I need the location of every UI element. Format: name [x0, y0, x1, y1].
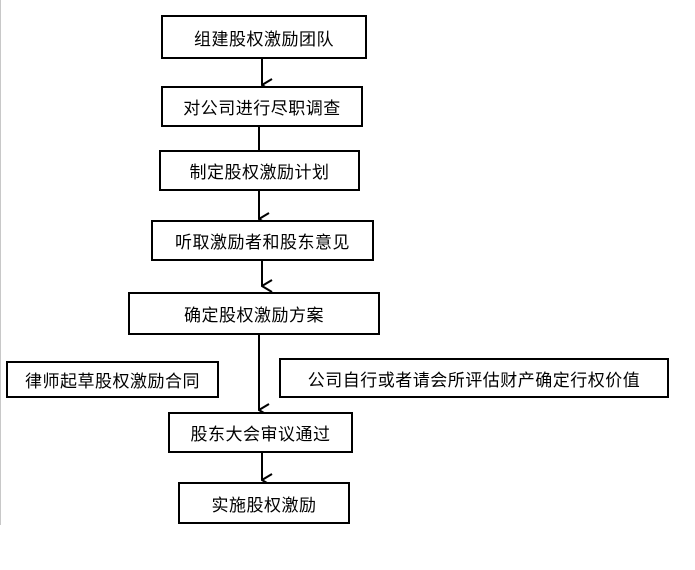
note-lawyer-contract-label: 律师起草股权激励合同 — [25, 372, 200, 392]
step-shareholder-approval-label: 股东大会审议通过 — [190, 425, 331, 445]
page-edge-rule — [0, 0, 1, 525]
step-draft-plan-label: 制定股权激励计划 — [189, 163, 330, 183]
note-valuation-label: 公司自行或者请会所评估财产确定行权价值 — [307, 370, 641, 391]
step-due-diligence-label: 对公司进行尽职调查 — [183, 99, 341, 119]
note-lawyer-contract: 律师起草股权激励合同 — [6, 361, 219, 398]
step-hear-opinions: 听取激励者和股东意见 — [151, 220, 374, 261]
step-implement: 实施股权激励 — [178, 482, 350, 524]
step-finalize-plan: 确定股权激励方案 — [128, 292, 380, 335]
step-due-diligence: 对公司进行尽职调查 — [161, 86, 363, 127]
step-hear-opinions-label: 听取激励者和股东意见 — [175, 233, 350, 253]
step-form-team: 组建股权激励团队 — [161, 15, 367, 59]
step-shareholder-approval: 股东大会审议通过 — [168, 412, 353, 453]
step-implement-label: 实施股权激励 — [211, 495, 317, 516]
step-form-team-label: 组建股权激励团队 — [194, 29, 334, 50]
step-finalize-plan-label: 确定股权激励方案 — [184, 306, 324, 326]
note-valuation: 公司自行或者请会所评估财产确定行权价值 — [279, 358, 669, 398]
step-draft-plan: 制定股权激励计划 — [159, 150, 360, 191]
